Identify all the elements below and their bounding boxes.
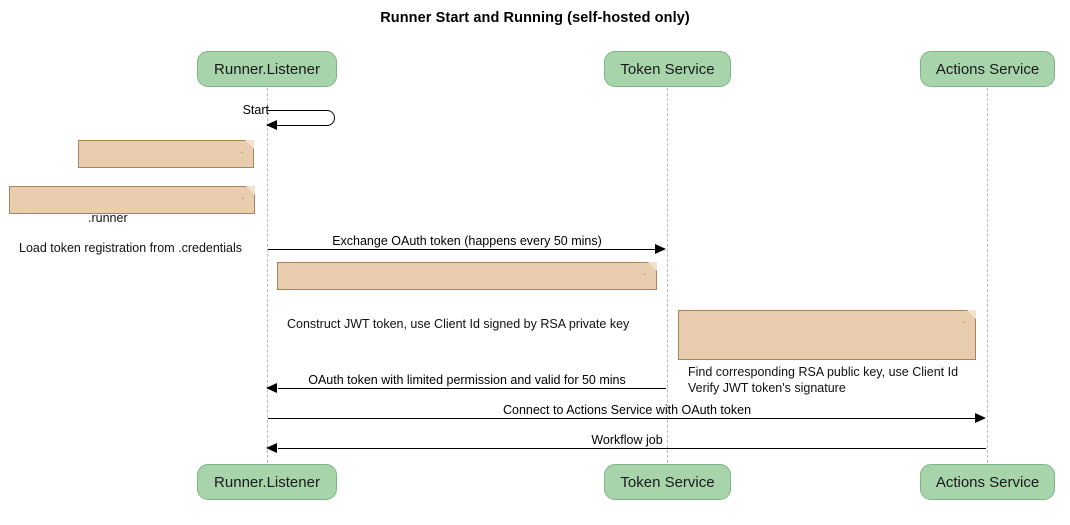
message-label-exchange-oauth: Exchange OAuth token (happens every 50 m… (332, 234, 602, 248)
lifeline-runner (267, 88, 268, 463)
lifeline-token (667, 88, 668, 463)
lifeline-actions (987, 88, 988, 463)
note-fold-icon (648, 262, 657, 271)
message-line-connect-actions (268, 418, 976, 419)
participant-label: Token Service (620, 473, 715, 491)
note-fold-icon (245, 140, 254, 149)
note-load-token-registration: Load token registration from .credential… (9, 186, 255, 255)
message-start-self-loop (267, 110, 335, 126)
participant-token-service-top[interactable]: Token Service (604, 51, 731, 87)
message-label-oauth-token: OAuth token with limited permission and … (308, 373, 626, 387)
message-line-oauth-token (278, 388, 666, 389)
message-label-connect-actions: Connect to Actions Service with OAuth to… (502, 403, 752, 417)
message-arrowhead-oauth-token (266, 383, 277, 393)
note-construct-jwt: Construct JWT token, use Client Id signe… (277, 262, 657, 331)
participant-label: Runner.Listener (214, 60, 320, 78)
message-start-arrowhead (266, 120, 277, 130)
participant-label: Actions Service (935, 60, 1040, 78)
note-text: Load token registration from .credential… (19, 241, 243, 255)
participant-token-service-bottom[interactable]: Token Service (604, 464, 731, 500)
participant-actions-service-bottom[interactable]: Actions Service (920, 464, 1055, 500)
message-label-workflow-job: Workflow job (591, 433, 663, 447)
message-arrowhead-exchange-oauth (655, 244, 666, 254)
note-text: Find corresponding RSA public key, use C… (688, 365, 959, 395)
participant-label: Actions Service (935, 473, 1040, 491)
diagram-title: Runner Start and Running (self-hosted on… (380, 10, 690, 26)
note-load-config: Load config info from .runner (78, 140, 254, 225)
note-fold-icon (246, 186, 255, 195)
note-verify-jwt: Find corresponding RSA public key, use C… (678, 310, 976, 395)
note-text: Construct JWT token, use Client Id signe… (287, 317, 630, 331)
message-label-start: Start (242, 103, 269, 117)
note-fold-icon (967, 310, 976, 319)
message-arrowhead-connect-actions (975, 413, 986, 423)
participant-runner-listener-top[interactable]: Runner.Listener (197, 51, 337, 87)
message-line-workflow-job (278, 448, 986, 449)
participant-actions-service-top[interactable]: Actions Service (920, 51, 1055, 87)
participant-label: Runner.Listener (214, 473, 320, 491)
message-arrowhead-workflow-job (266, 443, 277, 453)
participant-label: Token Service (620, 60, 715, 78)
message-line-exchange-oauth (268, 249, 656, 250)
participant-runner-listener-bottom[interactable]: Runner.Listener (197, 464, 337, 500)
